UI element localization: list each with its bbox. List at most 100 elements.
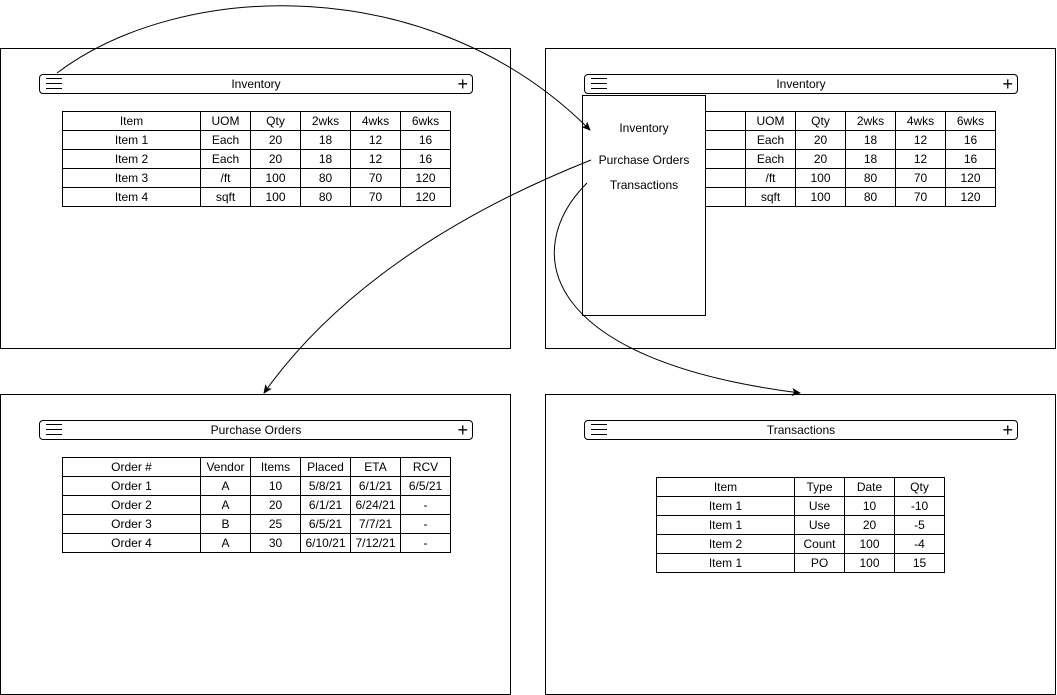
cell: 10 [844,496,895,516]
table-row[interactable]: Order 1 A 10 5/8/21 6/1/21 6/5/21 [62,476,451,496]
cell: Use [794,515,845,535]
table-row[interactable]: Item 1 PO 100 15 [656,553,945,573]
cell: Order 1 [62,476,201,496]
cell: 7/7/21 [350,514,401,534]
column-header: Vendor [200,457,251,477]
column-header: Item [656,477,795,497]
cell: 70 [895,168,946,188]
cell: A [200,495,251,515]
plus-icon[interactable]: + [1002,420,1013,440]
table-row[interactable]: Order 4 A 30 6/10/21 7/12/21 - [62,533,451,553]
cell: 16 [400,149,451,169]
cell: 120 [945,187,996,207]
table-header-row: Order # Vendor Items Placed ETA RCV [62,457,451,477]
cell: 16 [945,149,996,169]
menu-item-transactions[interactable]: Transactions [609,178,679,192]
cell: 70 [350,187,401,207]
cell: /ft [745,168,796,188]
table-row[interactable]: Item 1 Use 20 -5 [656,515,945,535]
hamburger-menu-icon[interactable] [46,78,62,90]
cell: 30 [250,533,301,553]
cell: Item 1 [656,515,795,535]
table-row[interactable]: sqft 100 80 70 120 [705,187,996,207]
cell [705,149,746,169]
column-header: RCV [400,457,451,477]
hamburger-menu-icon[interactable] [591,424,607,436]
cell: 100 [250,168,301,188]
cell: Count [794,534,845,554]
cell: Item 1 [656,496,795,516]
cell: 18 [845,130,896,150]
cell: - [400,514,451,534]
table-row[interactable]: Order 2 A 20 6/1/21 6/24/21 - [62,495,451,515]
table-row[interactable]: Item 1 Each 20 18 12 16 [62,130,451,150]
column-header: Qty [795,111,846,131]
plus-icon[interactable]: + [457,74,468,94]
table-row[interactable]: Item 2 Each 20 18 12 16 [62,149,451,169]
cell: 6/5/21 [300,514,351,534]
cell: 80 [300,168,351,188]
cell: 15 [894,553,945,573]
inventory-topbar: Inventory + [39,74,473,94]
cell: - [400,495,451,515]
hamburger-menu-icon[interactable] [46,424,62,436]
purchase-orders-table: Order # Vendor Items Placed ETA RCV Orde… [62,457,451,553]
column-header: Qty [894,477,945,497]
table-row[interactable]: Item 1 Use 10 -10 [656,496,945,516]
cell: sqft [200,187,251,207]
menu-item-inventory[interactable]: Inventory [619,121,669,135]
cell: 80 [845,168,896,188]
cell [705,168,746,188]
cell: 12 [895,149,946,169]
table-row[interactable]: Item 4 sqft 100 80 70 120 [62,187,451,207]
table-row[interactable]: Order 3 B 25 6/5/21 7/7/21 - [62,514,451,534]
cell: Item 4 [62,187,201,207]
cell: 18 [300,130,351,150]
column-header: 4wks [350,111,401,131]
column-header: Items [250,457,301,477]
cell: 100 [795,168,846,188]
plus-icon[interactable]: + [457,420,468,440]
transactions-screen-frame: Transactions + Item Type Date Qty Item 1… [545,394,1056,695]
cell: Item 2 [62,149,201,169]
purchase-orders-screen-frame: Purchase Orders + Order # Vendor Items P… [0,394,511,695]
cell: 18 [300,149,351,169]
cell: 20 [250,130,301,150]
cell: 7/12/21 [350,533,401,553]
column-header: 6wks [400,111,451,131]
cell: 80 [300,187,351,207]
column-header: UOM [745,111,796,131]
cell: -4 [894,534,945,554]
column-header: ETA [350,457,401,477]
cell: 6/5/21 [400,476,451,496]
cell: 120 [945,168,996,188]
table-row[interactable]: Item 2 Count 100 -4 [656,534,945,554]
cell: Order 3 [62,514,201,534]
cell: Item 2 [656,534,795,554]
cell: Use [794,496,845,516]
cell: 5/8/21 [300,476,351,496]
table-row[interactable]: /ft 100 80 70 120 [705,168,996,188]
cell: 20 [795,149,846,169]
hamburger-menu-icon[interactable] [591,78,607,90]
column-header: UOM [200,111,251,131]
cell: 100 [795,187,846,207]
table-row[interactable]: Each 20 18 12 16 [705,130,996,150]
table-row[interactable]: Each 20 18 12 16 [705,149,996,169]
screen-title: Inventory [776,77,826,91]
plus-icon[interactable]: + [1002,74,1013,94]
menu-item-purchase-orders[interactable]: Purchase Orders [598,153,690,167]
table-row[interactable]: Item 3 /ft 100 80 70 120 [62,168,451,188]
cell: 120 [400,187,451,207]
cell: 100 [844,534,895,554]
cell: Each [200,130,251,150]
cell: 20 [250,495,301,515]
cell: B [200,514,251,534]
cell: 12 [895,130,946,150]
table-header-row: Item Type Date Qty [656,477,945,497]
transactions-table: Item Type Date Qty Item 1 Use 10 -10 Ite… [656,477,945,573]
column-header: Date [844,477,895,497]
purchase-orders-topbar: Purchase Orders + [39,420,473,440]
cell: 6/10/21 [300,533,351,553]
cell: /ft [200,168,251,188]
